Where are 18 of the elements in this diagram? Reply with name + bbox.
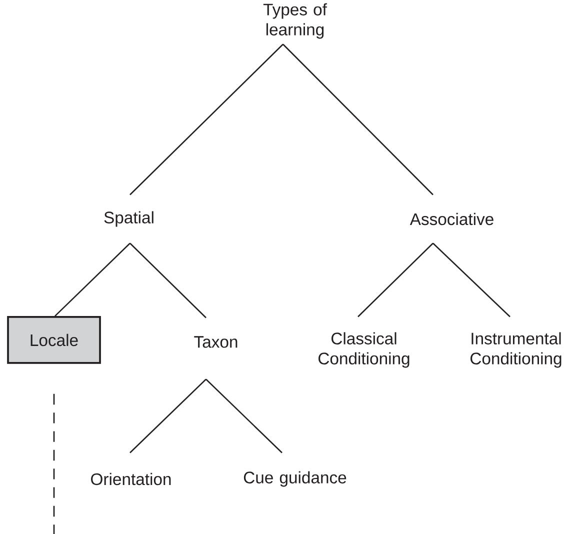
tree-line: [206, 378, 282, 454]
category-label: Spatial: [104, 211, 154, 227]
tree-line: [130, 378, 206, 454]
category-box: Locale: [7, 316, 101, 364]
tree-line: [130, 44, 284, 196]
category-label: Classical Conditioning: [318, 332, 410, 368]
category-label: Cue guidance: [244, 471, 346, 487]
tree-line: [130, 242, 206, 318]
category-label: Taxon: [194, 336, 238, 348]
category-label: Associative: [410, 212, 494, 226]
category-label: Orientation: [91, 472, 171, 486]
tree-line: [358, 242, 434, 318]
tree-line: [54, 242, 130, 317]
category-label: Types of learning: [263, 3, 327, 39]
tree-line: [432, 242, 510, 318]
tree-line: [282, 44, 434, 196]
dashed-line: [53, 394, 55, 534]
category-label: Instrumental Conditioning: [470, 332, 562, 368]
